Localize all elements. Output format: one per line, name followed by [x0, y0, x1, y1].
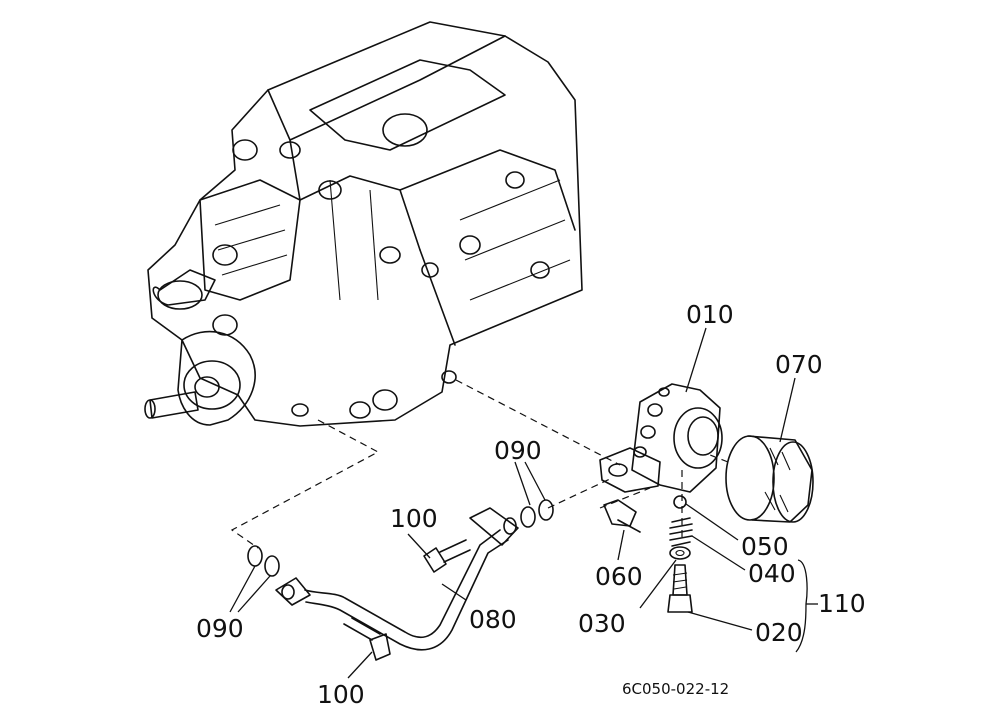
callout-030: 030: [578, 609, 626, 638]
relief-valve-parts: [667, 495, 693, 613]
callout-110: 110: [818, 589, 866, 618]
callout-100-upper: 100: [390, 504, 438, 533]
callout-010: 010: [686, 300, 734, 329]
bolt-060: [603, 499, 641, 533]
leader-lines: [229, 327, 818, 679]
callout-050: 050: [741, 532, 789, 561]
callout-080: 080: [469, 605, 517, 634]
o-ring: [264, 555, 280, 577]
callout-020: 020: [755, 618, 803, 647]
o-ring: [538, 499, 554, 521]
o-ring: [247, 545, 263, 567]
relief-spring: [669, 517, 693, 547]
callout-040: 040: [748, 559, 796, 588]
callout-090-right: 090: [494, 436, 542, 465]
o-ring: [520, 506, 536, 528]
transmission-housing: [144, 21, 583, 427]
bolts-100: [343, 539, 471, 661]
assembly-lines: [230, 379, 729, 549]
drawing-code: 6C050-022-12: [622, 680, 729, 698]
callout-090-left: 090: [196, 614, 244, 643]
oil-filter-cartridge: [725, 435, 814, 523]
washer: [669, 546, 691, 560]
callout-100-lower: 100: [317, 680, 365, 709]
callout-060: 060: [595, 562, 643, 591]
callout-070: 070: [775, 350, 823, 379]
oil-pipe: [275, 507, 519, 651]
oil-filter-head: [599, 383, 723, 493]
relief-ball: [673, 495, 687, 509]
callout-labels: 010 070 090 100 050 040 060 110 030 020 …: [196, 300, 866, 709]
